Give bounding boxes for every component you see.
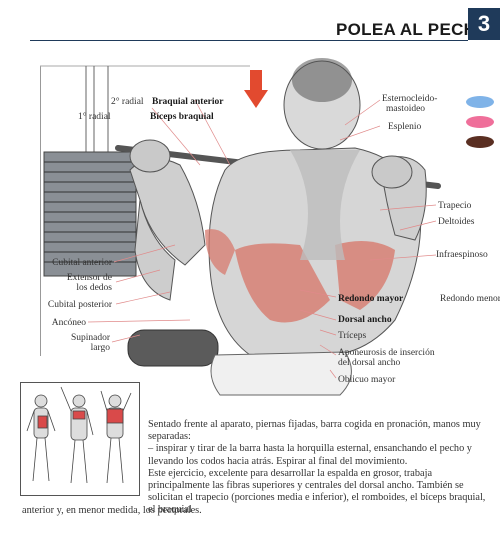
label-aponeurosis-2: del dorsal ancho xyxy=(338,358,401,368)
left-hand xyxy=(129,139,171,173)
exercise-description: Sentado frente al aparato, piernas fijad… xyxy=(148,419,494,517)
label-deltoides: Deltoides xyxy=(438,217,475,227)
label-esplenio: Esplenio xyxy=(388,122,422,132)
down-arrow-icon xyxy=(244,70,268,108)
label-cubital-anterior: Cubital anterior xyxy=(52,258,112,268)
page-title: POLEA AL PECHO xyxy=(336,20,490,39)
label-mastoideo: mastoideo xyxy=(386,104,426,114)
inset-figures xyxy=(20,382,140,496)
label-radial-2: 2° radial xyxy=(111,97,144,107)
label-supinador-2: largo xyxy=(90,343,110,353)
weight-stack xyxy=(43,151,137,277)
label-radial-1: 1° radial xyxy=(78,112,111,122)
description-tail: anterior y, en menor medida, los pectora… xyxy=(22,505,202,516)
thigh-pad xyxy=(127,329,219,367)
label-infraespinoso: Infraespinoso xyxy=(436,250,488,260)
dorsal-ancho-muscle xyxy=(235,243,330,323)
label-cubital-posterior: Cubital posterior xyxy=(47,300,112,310)
right-hand xyxy=(371,155,413,189)
label-extensor-1: Extensor de xyxy=(66,273,112,283)
description-paragraph-1: Sentado frente al aparato, piernas fijad… xyxy=(148,419,481,443)
legend-dot-blue xyxy=(466,96,494,108)
label-redondo-menor: Redondo menor xyxy=(440,294,500,304)
header-rule xyxy=(30,40,468,41)
label-esternocleido: Esternocleido- xyxy=(382,94,438,104)
label-oblicuo-mayor: Oblicuo mayor xyxy=(338,375,396,385)
inset-muscle-figures xyxy=(26,386,132,484)
label-braquial-anterior: Braquial anterior xyxy=(152,97,224,107)
label-extensor-2: los dedos xyxy=(76,283,112,293)
description-paragraph-2: – inspirar y tirar de la barra hasta la … xyxy=(148,443,472,467)
label-triceps: Tríceps xyxy=(338,331,367,341)
label-trapecio: Trapecio xyxy=(438,201,472,211)
label-aponeurosis-1: Aponeurosis de inserción xyxy=(338,348,435,358)
legend-dot-brown xyxy=(466,136,494,148)
label-anconeo: Ancóneo xyxy=(51,318,86,328)
label-biceps-braquial: Bíceps braquial xyxy=(150,112,214,122)
description-paragraph-3: Este ejercicio, excelente para desarroll… xyxy=(148,467,486,516)
legend-dot-pink xyxy=(466,116,494,128)
anatomy-illustration xyxy=(40,58,441,396)
label-dorsal-ancho: Dorsal ancho xyxy=(338,315,392,325)
page-number-badge: 3 xyxy=(468,8,500,40)
label-redondo-mayor: Redondo mayor xyxy=(338,294,404,304)
label-supinador-1: Supinador xyxy=(70,333,110,343)
